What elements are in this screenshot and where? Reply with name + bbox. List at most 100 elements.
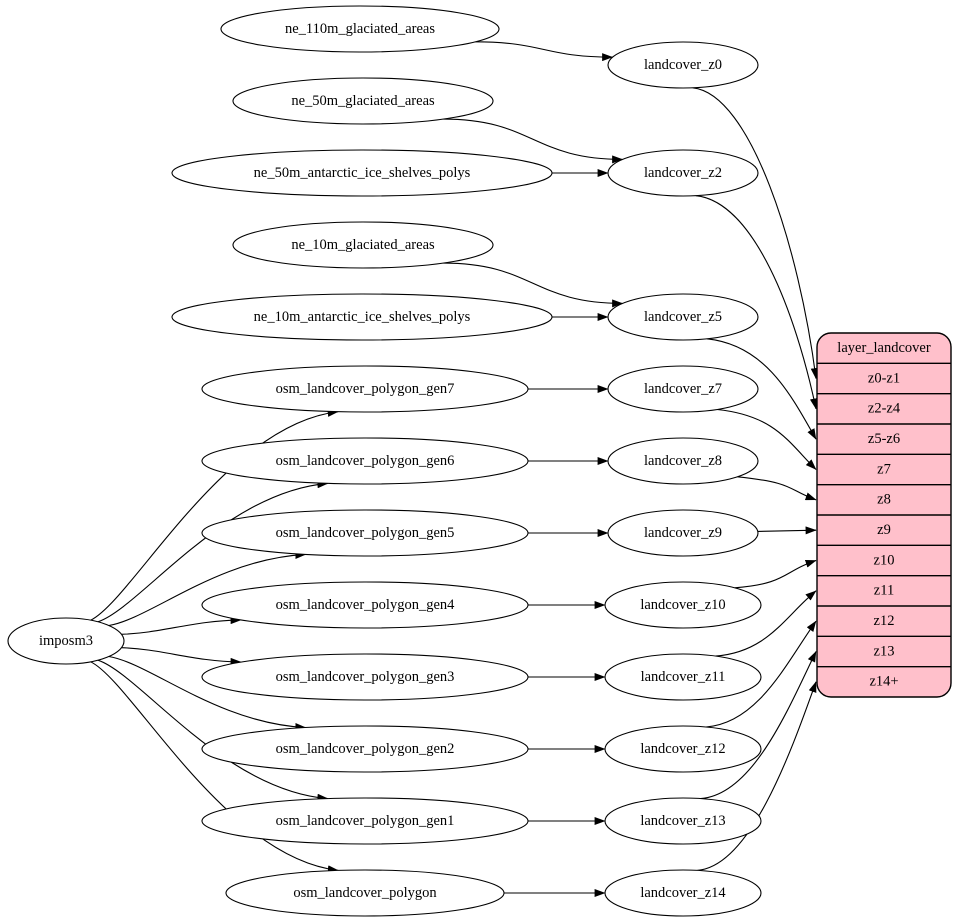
edge-landcover_z8-to-z8 — [737, 476, 817, 501]
node-label-osm_landcover_polygon_gen5: osm_landcover_polygon_gen5 — [276, 525, 455, 541]
edge-imposm3-to-osm_landcover_polygon_gen6 — [97, 480, 329, 623]
node-ellipse-landcover_z9[interactable] — [607, 509, 759, 557]
edge-landcover_z2-to-z2-z4 — [695, 195, 818, 410]
node-ellipse-osm_landcover_polygon_gen4[interactable] — [201, 581, 529, 629]
node-ellipse-landcover_z2[interactable] — [607, 149, 759, 197]
graph-node-landcover_z2[interactable]: landcover_z2 — [607, 149, 759, 197]
record-row-z5-z6[interactable] — [817, 424, 951, 455]
node-ellipse-landcover_z13[interactable] — [604, 797, 762, 845]
node-ellipse-osm_landcover_polygon_gen2[interactable] — [201, 725, 529, 773]
record-row-label-title: layer_landcover — [837, 340, 931, 356]
graph-node-landcover_z12[interactable]: landcover_z12 — [604, 725, 762, 773]
node-label-landcover_z12: landcover_z12 — [640, 741, 725, 757]
graph-node-ne_10m_antarctic_ice_shelves_polys[interactable]: ne_10m_antarctic_ice_shelves_polys — [171, 293, 553, 341]
edge-landcover_z13-to-z13 — [700, 650, 817, 800]
edge-imposm3-to-osm_landcover_polygon_gen7 — [90, 408, 339, 621]
record-row-z14+[interactable] — [817, 666, 951, 697]
record-row-z7[interactable] — [817, 454, 951, 485]
ellipse-node-layer: imposm3 ne_110m_glaciated_areas ne_50m_gla… — [7, 5, 762, 917]
node-ellipse-landcover_z0[interactable] — [607, 41, 759, 89]
record-row-z13[interactable] — [817, 636, 951, 667]
node-label-osm_landcover_polygon_gen4: osm_landcover_polygon_gen4 — [276, 597, 456, 613]
node-ellipse-ne_110m_glaciated_areas[interactable] — [220, 5, 500, 53]
graph-node-landcover_z5[interactable]: landcover_z5 — [607, 293, 759, 341]
node-label-landcover_z7: landcover_z7 — [644, 381, 722, 397]
node-label-osm_landcover_polygon_gen3: osm_landcover_polygon_gen3 — [276, 669, 455, 685]
node-label-landcover_z9: landcover_z9 — [644, 525, 722, 541]
record-row-label-z11: z11 — [874, 583, 894, 599]
record-row-z9[interactable] — [817, 515, 951, 546]
record-node-layer-landcover[interactable]: layer_landcoverz0-z1z2-z4z5-z6z7z8z9z10z… — [817, 333, 951, 697]
node-ellipse-osm_landcover_polygon[interactable] — [225, 869, 505, 917]
edge-ne_110m_glaciated_areas-to-landcover_z0 — [475, 41, 614, 62]
record-row-label-z8: z8 — [877, 492, 891, 508]
node-ellipse-osm_landcover_polygon_gen5[interactable] — [201, 509, 529, 557]
graph-node-landcover_z9[interactable]: landcover_z9 — [607, 509, 759, 557]
node-ellipse-osm_landcover_polygon_gen3[interactable] — [201, 653, 529, 701]
graph-node-osm_landcover_polygon[interactable]: osm_landcover_polygon — [225, 869, 505, 917]
graph-node-landcover_z14[interactable]: landcover_z14 — [604, 869, 762, 917]
node-label-ne_50m_antarctic_ice_shelves_polys: ne_50m_antarctic_ice_shelves_polys — [254, 165, 471, 181]
graph-node-imposm3[interactable]: imposm3 — [7, 617, 125, 665]
graph-node-osm_landcover_polygon_gen5[interactable]: osm_landcover_polygon_gen5 — [201, 509, 529, 557]
graph-node-osm_landcover_polygon_gen2[interactable]: osm_landcover_polygon_gen2 — [201, 725, 529, 773]
node-label-landcover_z2: landcover_z2 — [644, 165, 722, 181]
record-row-label-z13: z13 — [874, 643, 895, 659]
record-row-label-z10: z10 — [874, 552, 895, 568]
edge-imposm3-to-osm_landcover_polygon — [90, 661, 339, 874]
node-label-landcover_z13: landcover_z13 — [640, 813, 725, 829]
node-ellipse-osm_landcover_polygon_gen1[interactable] — [201, 797, 529, 845]
node-ellipse-imposm3[interactable] — [7, 617, 125, 665]
record-row-title[interactable] — [817, 333, 951, 364]
node-label-imposm3: imposm3 — [39, 633, 93, 649]
graph-node-osm_landcover_polygon_gen6[interactable]: osm_landcover_polygon_gen6 — [201, 437, 529, 485]
edge-imposm3-to-osm_landcover_polygon_gen4 — [121, 616, 242, 635]
graph-node-ne_50m_glaciated_areas[interactable]: ne_50m_glaciated_areas — [232, 77, 494, 125]
graph-node-landcover_z11[interactable]: landcover_z11 — [604, 653, 762, 701]
node-ellipse-ne_10m_glaciated_areas[interactable] — [232, 221, 494, 269]
graph-node-ne_10m_glaciated_areas[interactable]: ne_10m_glaciated_areas — [232, 221, 494, 269]
node-label-landcover_z5: landcover_z5 — [644, 309, 722, 325]
graph-node-ne_110m_glaciated_areas[interactable]: ne_110m_glaciated_areas — [220, 5, 500, 53]
record-row-label-z2-z4: z2-z4 — [868, 401, 901, 417]
node-label-landcover_z14: landcover_z14 — [640, 885, 726, 901]
graph-node-osm_landcover_polygon_gen1[interactable]: osm_landcover_polygon_gen1 — [201, 797, 529, 845]
node-ellipse-ne_10m_antarctic_ice_shelves_polys[interactable] — [171, 293, 553, 341]
record-row-z2-z4[interactable] — [817, 393, 951, 424]
record-row-label-z0-z1: z0-z1 — [868, 370, 900, 386]
edge-layer — [90, 41, 819, 897]
node-ellipse-osm_landcover_polygon_gen6[interactable] — [201, 437, 529, 485]
node-ellipse-landcover_z11[interactable] — [604, 653, 762, 701]
node-label-ne_10m_glaciated_areas: ne_10m_glaciated_areas — [291, 237, 435, 253]
edge-landcover_z14-to-z14+ — [697, 681, 817, 871]
graph-node-landcover_z0[interactable]: landcover_z0 — [607, 41, 759, 89]
node-label-ne_110m_glaciated_areas: ne_110m_glaciated_areas — [285, 21, 435, 37]
record-row-label-z14+: z14+ — [869, 674, 898, 690]
record-row-z10[interactable] — [817, 545, 951, 576]
node-ellipse-landcover_z12[interactable] — [604, 725, 762, 773]
graph-node-landcover_z10[interactable]: landcover_z10 — [604, 581, 762, 629]
graph-node-landcover_z13[interactable]: landcover_z13 — [604, 797, 762, 845]
node-ellipse-ne_50m_glaciated_areas[interactable] — [232, 77, 494, 125]
node-ellipse-landcover_z5[interactable] — [607, 293, 759, 341]
node-label-landcover_z10: landcover_z10 — [640, 597, 725, 613]
node-label-osm_landcover_polygon_gen2: osm_landcover_polygon_gen2 — [276, 741, 455, 757]
node-ellipse-osm_landcover_polygon_gen7[interactable] — [201, 365, 529, 413]
graph-node-landcover_z8[interactable]: landcover_z8 — [607, 437, 759, 485]
graph-node-ne_50m_antarctic_ice_shelves_polys[interactable]: ne_50m_antarctic_ice_shelves_polys — [171, 149, 553, 197]
graph-node-landcover_z7[interactable]: landcover_z7 — [607, 365, 759, 413]
node-ellipse-ne_50m_antarctic_ice_shelves_polys[interactable] — [171, 149, 553, 197]
node-ellipse-landcover_z7[interactable] — [607, 365, 759, 413]
node-ellipse-landcover_z8[interactable] — [607, 437, 759, 485]
record-row-z0-z1[interactable] — [817, 363, 951, 394]
node-ellipse-landcover_z14[interactable] — [604, 869, 762, 917]
record-row-z11[interactable] — [817, 575, 951, 606]
node-label-ne_10m_antarctic_ice_shelves_polys: ne_10m_antarctic_ice_shelves_polys — [254, 309, 471, 325]
edge-landcover_z11-to-z11 — [715, 590, 817, 657]
graph-node-osm_landcover_polygon_gen4[interactable]: osm_landcover_polygon_gen4 — [201, 581, 529, 629]
graph-node-osm_landcover_polygon_gen3[interactable]: osm_landcover_polygon_gen3 — [201, 653, 529, 701]
record-row-z12[interactable] — [817, 606, 951, 637]
node-ellipse-landcover_z10[interactable] — [604, 581, 762, 629]
record-row-z8[interactable] — [817, 484, 951, 515]
graph-node-osm_landcover_polygon_gen7[interactable]: osm_landcover_polygon_gen7 — [201, 365, 529, 413]
